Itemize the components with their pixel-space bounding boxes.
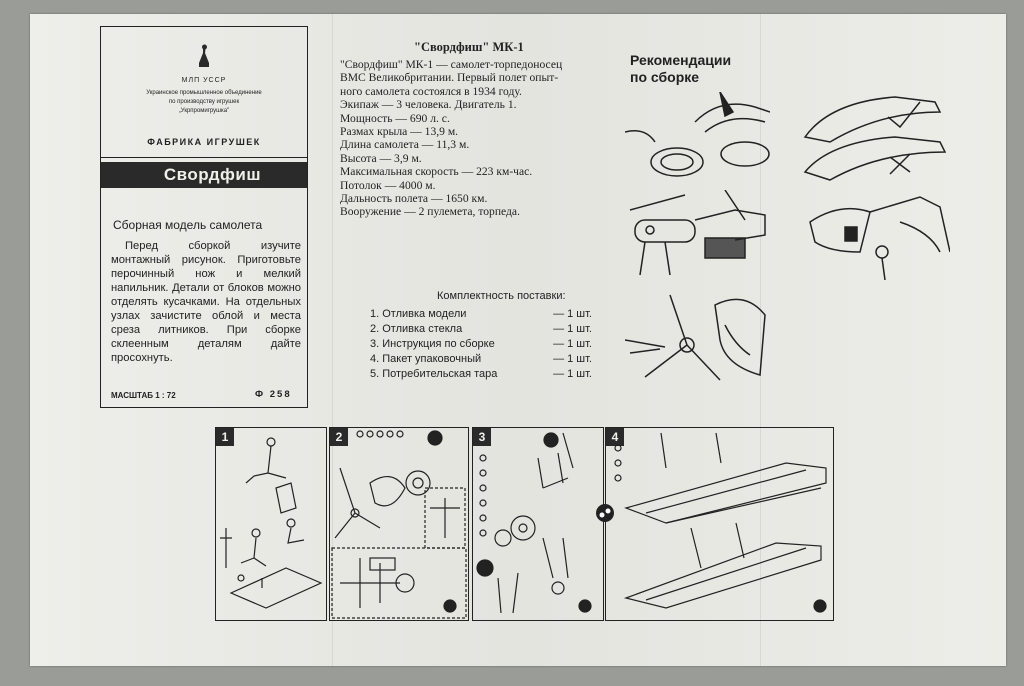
kit-item: 2. Отливка стекла— 1 шт. <box>370 323 592 335</box>
spec-line: Максимальная скорость — 223 км-час. <box>340 165 533 179</box>
spec-line: Потолок — 4000 м. <box>340 178 436 192</box>
fold-line <box>760 14 761 666</box>
step-number: 4 <box>606 428 624 446</box>
step-number: 2 <box>330 428 348 446</box>
canopy-trim-illustration <box>803 96 947 181</box>
engine-assembly-illustration <box>629 190 766 276</box>
divider <box>101 157 307 158</box>
model-title: Сборная модель самолета <box>113 218 263 232</box>
kit-item: 3. Инструкция по сборке— 1 шт. <box>370 338 592 350</box>
spec-line: ВМС Великобритании. Первый полет опыт- <box>340 71 559 85</box>
cover-panel: МЛП УССР Украинское промышленное объедин… <box>100 26 308 408</box>
kit-title: Комплектность поставки: <box>437 290 566 302</box>
assembly-step-1: 1 <box>215 427 327 621</box>
spec-line: Дальность полета — 1650 км. <box>340 192 488 206</box>
step-2-engine-propeller-illustration <box>331 430 467 619</box>
step-4-wings-illustration <box>614 432 827 613</box>
model-name-banner: Свордфиш <box>101 162 307 188</box>
assembly-step-4: 4 <box>605 427 834 621</box>
spec-line: "Свордфиш" МК-1 — самолет-торпедоносец <box>340 58 563 71</box>
assembly-step-3: 3 <box>472 427 604 621</box>
spec-text: "Свордфиш" МК-1 — самолет-торпедоносец В… <box>340 58 590 219</box>
kit-item: 5. Потребительская тара— 1 шт. <box>370 368 592 380</box>
step-number: 3 <box>473 428 491 446</box>
kit-item: 1. Отливка модели— 1 шт. <box>370 308 592 320</box>
spec-line: Размах крыла — 13,9 м. <box>340 125 459 139</box>
spec-line: Вооружение — 2 пулемета, торпеда. <box>340 205 520 219</box>
step-3-landing-gear-illustration <box>476 432 592 614</box>
spec-line: Мощность — 690 л. с. <box>340 111 450 125</box>
spec-line: Экипаж — 3 человека. Двигатель 1. <box>340 98 517 112</box>
spec-title: "Свордфиш" МК-1 <box>414 40 524 54</box>
scale-label: МАСШТАБ 1 : 72 <box>111 391 176 400</box>
factory-logo-icon <box>199 44 209 67</box>
step-number: 1 <box>216 428 234 446</box>
sanding-wheel-illustration <box>625 92 770 177</box>
spec-line: Высота — 3,9 м. <box>340 151 422 165</box>
recommendations-title: Рекомендации по сборке <box>630 52 732 85</box>
gluing-parts-illustration <box>809 196 950 280</box>
org-description: Украинское промышленное объединение по п… <box>146 90 262 114</box>
kit-item: 4. Пакет упаковочный— 1 шт. <box>370 353 592 365</box>
kit-list: 1. Отливка модели— 1 шт. 2. Отливка стек… <box>370 307 600 382</box>
scissors-icon <box>596 504 614 522</box>
org-name: МЛП УССР <box>181 77 227 84</box>
assembly-step-2: 2 <box>329 427 469 621</box>
spec-line: Длина самолета — 11,3 м. <box>340 138 470 152</box>
fold-line <box>332 14 333 666</box>
instruction-sheet <box>30 14 1006 666</box>
product-code: Ф 258 <box>255 389 292 400</box>
factory-label: ФАБРИКА ИГРУШЕК <box>147 137 261 147</box>
spec-line: ного самолета состоялся в 1934 году. <box>340 84 522 98</box>
step-1-pilot-seat-illustration <box>220 437 323 609</box>
propeller-assembly-illustration <box>625 294 766 381</box>
intro-text: Перед сборкой изучите монтажный рисунок.… <box>111 240 301 364</box>
